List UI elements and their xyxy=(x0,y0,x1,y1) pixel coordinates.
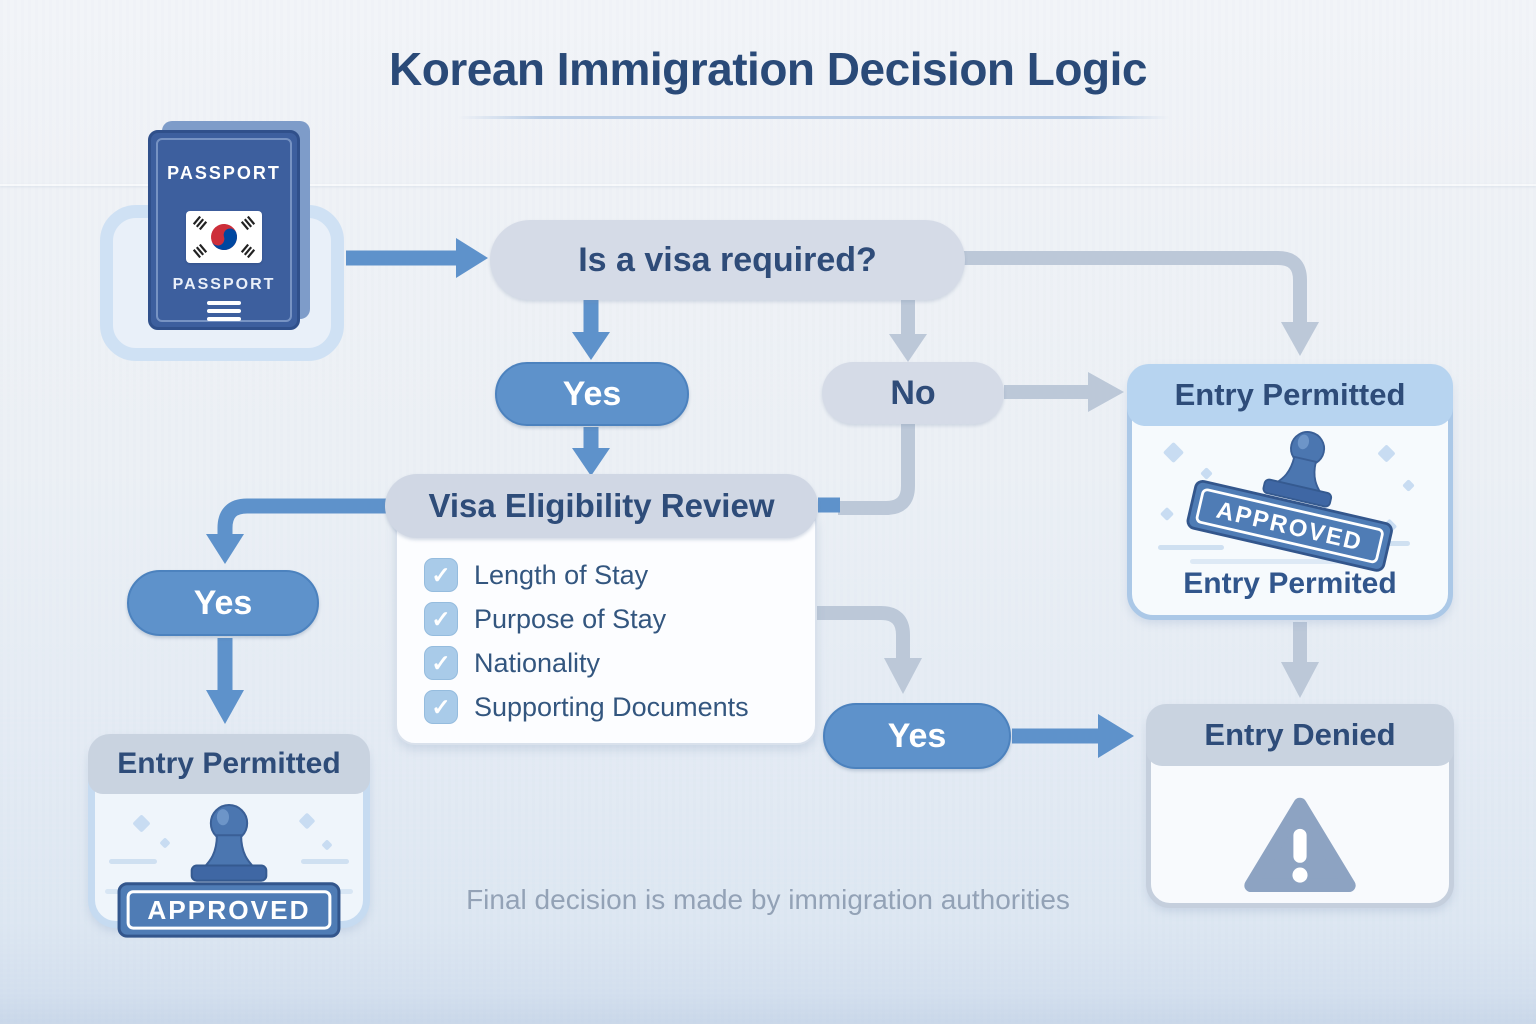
background-seam xyxy=(0,184,1536,186)
node-yes-top: Yes xyxy=(495,362,689,426)
stamp-shadow-line xyxy=(1158,545,1224,550)
checkbox-check-icon: ✓ xyxy=(424,690,458,724)
checkbox-check-icon: ✓ xyxy=(424,646,458,680)
warning-icon xyxy=(1241,793,1359,898)
node-visa-required-question: Is a visa required? xyxy=(490,220,965,300)
entry-permitted-right-caption: Entry Permited xyxy=(1183,567,1397,600)
stamp-shadow-line xyxy=(301,859,349,864)
entry-permitted-right-header: Entry Permitted xyxy=(1127,364,1453,426)
sparkle-icon xyxy=(1162,441,1185,464)
card-entry-permitted-left: Entry Permitted APPROVED xyxy=(88,734,370,938)
blue-arrowheads xyxy=(206,238,1134,758)
approved-stamp-icon: APPROVED xyxy=(1177,405,1416,592)
checklist-item-label: Purpose of Stay xyxy=(474,603,667,634)
trigram-marks xyxy=(192,215,256,259)
approved-stamp-label: APPROVED xyxy=(147,895,310,925)
checklist-item: ✓ Length of Stay xyxy=(424,557,815,593)
checklist-item-label: Supporting Documents xyxy=(474,691,749,722)
checkbox-check-icon: ✓ xyxy=(424,558,458,592)
node-no: No xyxy=(822,362,1004,424)
node-yes-left: Yes xyxy=(127,570,319,636)
entry-denied-header: Entry Denied xyxy=(1146,704,1454,766)
passport-label-top: PASSPORT xyxy=(167,163,281,183)
page-title: Korean Immigration Decision Logic xyxy=(389,43,1147,95)
card-entry-permitted-right: Entry Permitted APPROVED Entry Permited xyxy=(1127,364,1453,620)
passport-icon: PASSPORT PASSPORT xyxy=(148,130,300,330)
sparkle-icon xyxy=(1159,506,1175,522)
approved-stamp-graphic: APPROVED xyxy=(1186,431,1393,572)
entry-permitted-left-header: Entry Permitted xyxy=(88,734,370,794)
checklist-item-label: Length of Stay xyxy=(474,559,649,590)
card-entry-denied: Entry Denied xyxy=(1146,704,1454,908)
gray-connector-lines xyxy=(816,251,1307,664)
title-underline xyxy=(458,116,1170,119)
warning-triangle-graphic xyxy=(1244,797,1356,893)
stamp-shadow-line xyxy=(109,859,157,864)
stamp-shadow-line xyxy=(1190,559,1370,564)
node-yes-bottom: Yes xyxy=(823,703,1011,769)
checklist-item: ✓ Nationality xyxy=(424,645,815,681)
gray-arrowheads xyxy=(884,322,1319,698)
checkbox-check-icon: ✓ xyxy=(424,602,458,636)
approved-stamp-graphic: APPROVED xyxy=(117,804,341,938)
korean-flag-icon xyxy=(186,211,262,263)
checklist-item: ✓ Purpose of Stay xyxy=(424,601,815,637)
checklist-item: ✓ Supporting Documents xyxy=(424,689,815,725)
card-visa-eligibility-review: ✓ Length of Stay ✓ Purpose of Stay ✓ Nat… xyxy=(395,505,817,745)
blue-connector-lines xyxy=(217,250,1100,744)
passport-inner-outline xyxy=(156,138,292,322)
taegeuk-flag-graphic xyxy=(192,215,256,259)
footer-note: Final decision is made by immigration au… xyxy=(466,884,1070,915)
passport-label-bottom: PASSPORT xyxy=(172,276,276,293)
approved-stamp-icon: APPROVED xyxy=(113,801,345,957)
review-box-header: Visa Eligibility Review xyxy=(385,474,818,538)
passport-menu-lines xyxy=(207,301,241,321)
checklist-item-label: Nationality xyxy=(474,647,601,678)
